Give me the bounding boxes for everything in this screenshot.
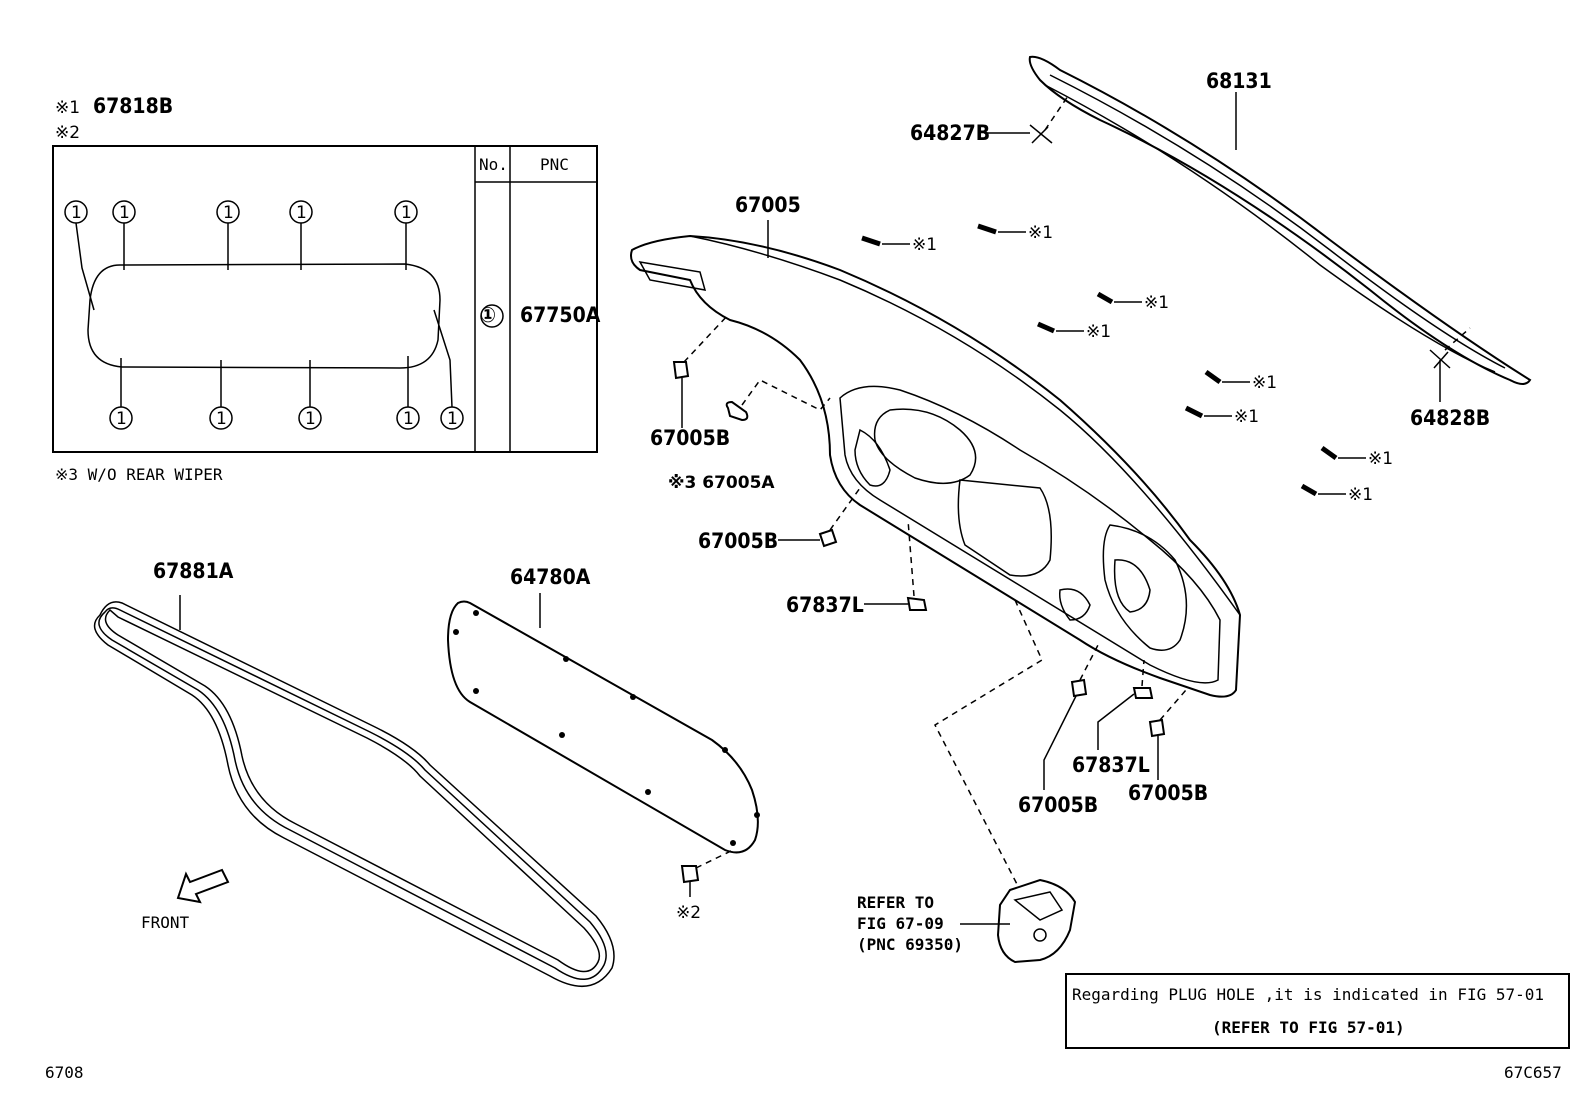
label-67837L-left: 67837L xyxy=(786,593,864,617)
label-67005B-lower-left: 67005B xyxy=(1018,793,1098,817)
label-64780A: 64780A xyxy=(510,565,591,589)
svg-text:※1: ※1 xyxy=(1144,293,1169,313)
plug-note-line2: (REFER TO FIG 57-01) xyxy=(1212,1018,1405,1037)
bumper-67005B-mid xyxy=(778,487,861,548)
bumper-67005B-lower-left xyxy=(1043,644,1099,790)
svg-text:1: 1 xyxy=(401,203,412,223)
svg-text:1: 1 xyxy=(71,203,82,223)
svg-text:1: 1 xyxy=(447,409,458,429)
refer-line2: FIG 67-09 xyxy=(857,914,944,933)
note-mark-1: ※1 xyxy=(55,98,80,118)
seal-outline xyxy=(87,263,441,369)
label-67005B-lower-right: 67005B xyxy=(1128,781,1208,805)
clip-mark-2 xyxy=(680,848,736,897)
svg-text:※1: ※1 xyxy=(1348,485,1373,505)
label-front: FRONT xyxy=(141,913,190,932)
svg-text:※1: ※1 xyxy=(1252,373,1277,393)
label-67005B-mid: 67005B xyxy=(698,529,778,553)
clip-markers-bottom: 1 1 1 1 1 xyxy=(109,309,464,430)
lock-assembly xyxy=(934,599,1077,964)
table-row-no: ① xyxy=(480,303,496,327)
label-67005A: ※3 67005A xyxy=(668,473,775,493)
pin-64827B xyxy=(984,95,1069,144)
bumper-67005B-upper xyxy=(672,314,729,428)
plug-hole-note: Regarding PLUG HOLE ,it is indicated in … xyxy=(1065,973,1570,1049)
svg-text:※1: ※1 xyxy=(1086,322,1111,342)
svg-text:※1: ※1 xyxy=(1234,407,1259,427)
svg-text:※1: ※1 xyxy=(1028,223,1053,243)
refer-line1: REFER TO xyxy=(857,893,934,912)
label-67881A: 67881A xyxy=(153,559,234,583)
label-mark-2-clip: ※2 xyxy=(676,903,701,923)
pin-64828B xyxy=(1429,327,1471,402)
pins-mark-1: ※1 ※1 ※1 ※1 ※1 ※1 ※1 ※1 xyxy=(861,223,1393,505)
spoiler-68131 xyxy=(1028,55,1532,385)
note-w-o-rear-wiper: ※3 W/O REAR WIPER xyxy=(55,465,223,484)
svg-text:1: 1 xyxy=(296,203,307,223)
footer-right: 67C657 xyxy=(1504,1063,1562,1082)
table-row-pnc: 67750A xyxy=(520,303,601,327)
clip-markers-top: 1 1 1 1 1 xyxy=(64,200,418,311)
svg-text:※1: ※1 xyxy=(912,235,937,255)
clip-layout-panel: ※1 67818B ※2 No. PNC ① 67750A 1 1 1 1 1 xyxy=(52,94,601,453)
front-arrow-icon xyxy=(176,868,230,904)
note-mark-2: ※2 xyxy=(55,123,80,143)
table-header-pnc: PNC xyxy=(540,155,569,174)
label-64827B: 64827B xyxy=(910,121,990,145)
svg-text:1: 1 xyxy=(216,409,227,429)
label-68131: 68131 xyxy=(1206,69,1272,93)
label-64828B: 64828B xyxy=(1410,406,1490,430)
svg-text:1: 1 xyxy=(223,203,234,223)
trim-panel-64780A xyxy=(446,593,760,854)
layout-box xyxy=(52,145,598,453)
svg-text:1: 1 xyxy=(119,203,130,223)
stopper-67837L-left xyxy=(864,519,928,611)
svg-text:1: 1 xyxy=(305,409,316,429)
footer-left: 6708 xyxy=(45,1063,84,1082)
svg-text:※1: ※1 xyxy=(1368,449,1393,469)
label-67005: 67005 xyxy=(735,193,801,217)
refer-line3: (PNC 69350) xyxy=(857,935,963,954)
plug-note-line1: Regarding PLUG HOLE ,it is indicated in … xyxy=(1072,985,1544,1004)
label-67837L-right: 67837L xyxy=(1072,753,1150,777)
label-67818B: 67818B xyxy=(93,94,173,118)
weatherstrip-67881A xyxy=(93,595,615,988)
bumper-67005B-lower-right xyxy=(1148,689,1187,780)
label-67005B-upper: 67005B xyxy=(650,426,730,450)
svg-text:1: 1 xyxy=(116,409,127,429)
table-header-no: No. xyxy=(479,155,508,174)
stopper-67837L-right xyxy=(1097,659,1154,750)
trunk-lid-67005 xyxy=(630,220,1242,698)
bumper-67005A xyxy=(725,379,831,422)
svg-text:1: 1 xyxy=(403,409,414,429)
